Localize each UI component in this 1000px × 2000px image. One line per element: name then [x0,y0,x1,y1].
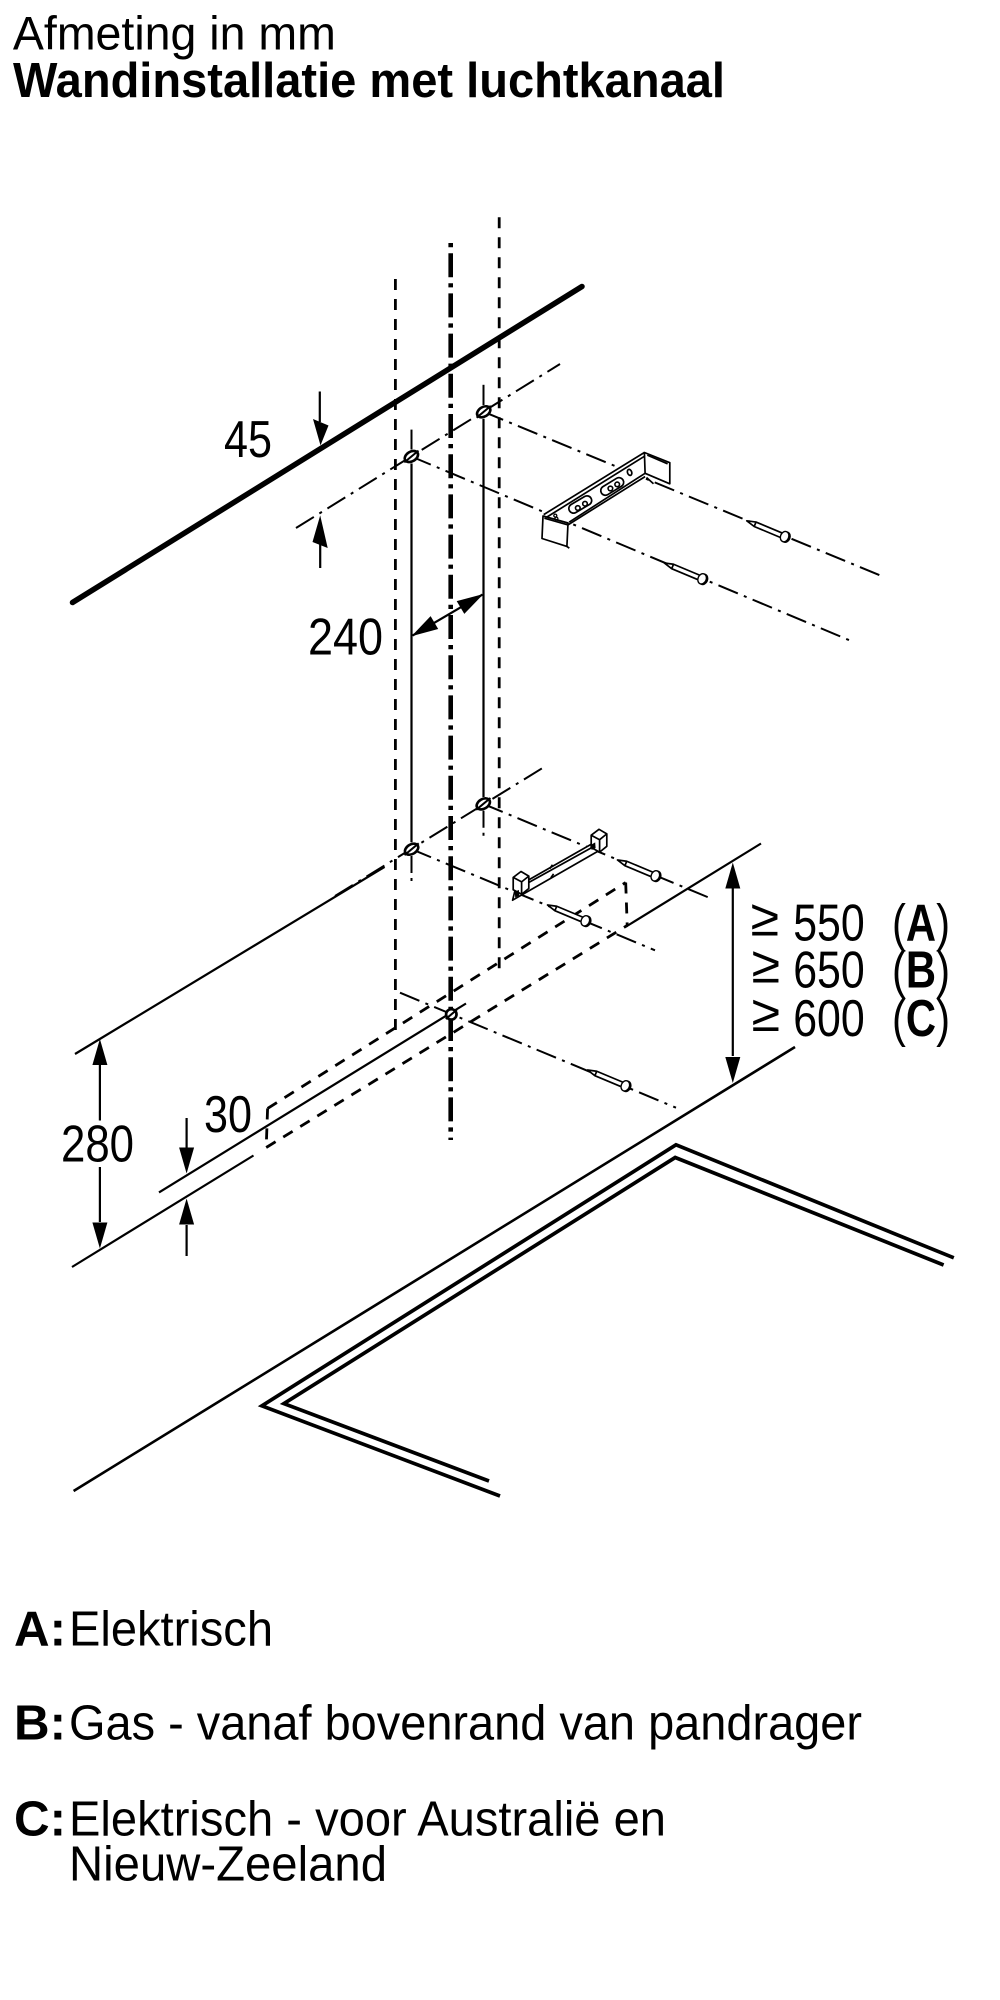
svg-text:≥: ≥ [751,890,780,948]
svg-text:600: 600 [793,990,865,1048]
svg-text:30: 30 [204,1086,252,1144]
svg-text:C:: C: [14,1792,66,1847]
svg-text:550: 550 [793,895,865,953]
svg-text:Wandinstallatie met luchtkanaa: Wandinstallatie met luchtkanaal [13,54,725,108]
svg-text:≥: ≥ [752,985,781,1043]
svg-text:Elektrisch - voor Australië en: Elektrisch - voor Australië en [69,1792,666,1847]
svg-text:(B): (B) [892,941,950,999]
svg-text:(C): (C) [892,990,950,1048]
svg-text:A:: A: [14,1601,66,1656]
svg-text:Afmeting in mm: Afmeting in mm [13,7,336,60]
svg-text:45: 45 [224,411,272,469]
svg-text:Gas - vanaf bovenrand van pand: Gas - vanaf bovenrand van pandrager [69,1696,862,1751]
svg-text:≥: ≥ [752,936,781,994]
svg-text:280: 280 [61,1116,134,1174]
svg-text:240: 240 [308,609,383,667]
svg-text:Elektrisch: Elektrisch [69,1601,273,1656]
svg-text:650: 650 [793,941,865,999]
svg-text:(A): (A) [892,895,950,953]
svg-text:Nieuw-Zeeland: Nieuw-Zeeland [69,1837,387,1892]
svg-text:B:: B: [14,1696,66,1751]
